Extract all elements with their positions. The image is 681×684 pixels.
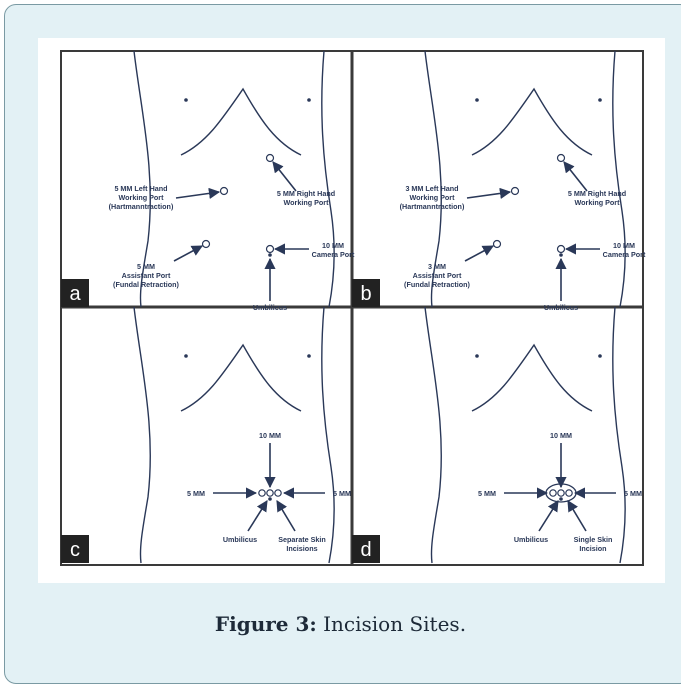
incision-arrow (568, 501, 586, 531)
umbilicus-label: Umbilicus (544, 303, 578, 312)
torso-right-outline (322, 51, 334, 307)
right-5mm-port (566, 490, 572, 496)
left-label: 5 MM (478, 489, 496, 498)
torso-left-outline (134, 307, 150, 563)
panel-c-letter: c (70, 539, 80, 561)
right-label: 5 MM (624, 489, 642, 498)
right-port-arrow (273, 162, 296, 191)
umbilicus-label: Umbilicus (514, 535, 548, 544)
ribcage-outline (472, 345, 592, 411)
left-5mm-port (259, 490, 265, 496)
right-nipple (307, 98, 311, 102)
umbilicus-arrow (248, 501, 267, 531)
left-nipple (475, 98, 479, 102)
caption-text: Incision Sites. (317, 612, 466, 636)
right-nipple (598, 98, 602, 102)
left-label: 5 MM (187, 489, 205, 498)
incision-arrow (277, 501, 295, 531)
umbilicus-dot (268, 497, 272, 501)
right-label: 5 MM (333, 489, 351, 498)
umbilicus-dot (559, 497, 563, 501)
left-port-arrow (176, 192, 219, 198)
ribcage-outline (181, 345, 301, 411)
torso-left-outline (425, 307, 441, 563)
umbilicus-label: Umbilicus (223, 535, 257, 544)
left-hand-port (512, 188, 519, 195)
assistant-port (203, 241, 210, 248)
top-label: 10 MM (550, 431, 572, 440)
umbilicus-dot (268, 253, 272, 257)
right-nipple (307, 354, 311, 358)
left-5mm-port (550, 490, 556, 496)
left-port-arrow (467, 192, 510, 198)
left-nipple (184, 98, 188, 102)
assistant-port (494, 241, 501, 248)
torso-right-outline (322, 307, 334, 563)
figure-caption: Figure 3: Incision Sites. (0, 612, 681, 636)
right-nipple (598, 354, 602, 358)
torso-right-outline (613, 51, 625, 307)
camera-port (558, 246, 565, 253)
ribcage-outline (181, 89, 301, 155)
right-5mm-port (275, 490, 281, 496)
assistant-port-arrow (465, 246, 493, 261)
center-10mm-port (558, 490, 564, 496)
right-hand-port (267, 155, 274, 162)
panel-a-letter: a (69, 283, 81, 305)
caption-label: Figure 3: (215, 612, 317, 636)
umbilicus-arrow (539, 501, 558, 531)
left-hand-port (221, 188, 228, 195)
umbilicus-label: Umbilicus (253, 303, 287, 312)
left-nipple (475, 354, 479, 358)
right-port-arrow (564, 162, 587, 191)
right-hand-port (558, 155, 565, 162)
umbilicus-dot (559, 253, 563, 257)
camera-port (267, 246, 274, 253)
top-label: 10 MM (259, 431, 281, 440)
panel-d-letter: d (360, 539, 371, 561)
ribcage-outline (472, 89, 592, 155)
torso-right-outline (613, 307, 625, 563)
panel-b-letter: b (360, 283, 371, 305)
assistant-port-arrow (174, 246, 202, 261)
left-nipple (184, 354, 188, 358)
center-10mm-port (267, 490, 273, 496)
